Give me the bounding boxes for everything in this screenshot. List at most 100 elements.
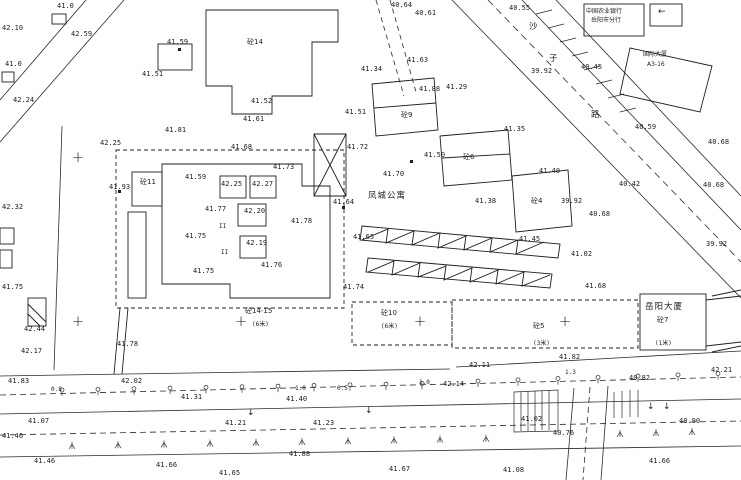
elevation-label: 42.19 [246,239,268,247]
building-label: 砼14-15 [245,307,273,315]
elevation-label: 42.27 [252,180,274,188]
elevation-label: 41.74 [343,283,365,291]
elevation-label: 41.73 [273,163,295,171]
hatch-linework [513,9,639,433]
elevation-label: 41.31 [181,393,203,401]
elevation-label: 41.68 [231,143,253,151]
street-lamp-icon [715,371,721,380]
grid-cross-marker: + [234,312,248,331]
elevation-label: 42.20 [244,207,266,215]
elevation-label: 41.38 [475,197,497,205]
grid-cross-marker: + [71,148,85,167]
elevation-label: 41.70 [383,170,405,178]
elevation-label: 40.68 [589,210,611,218]
elevation-label: 41.51 [142,70,164,78]
elevation-label: 42.32 [2,203,24,211]
elevation-label: 40.59 [635,123,657,131]
street-name-char: 沙 [529,22,539,32]
elevation-label: 1.0 [295,385,306,392]
street-lamp-icon [347,382,353,391]
elevation-label: 42.44 [24,325,46,333]
street-lamp-icon [475,378,481,387]
elevation-label: 41.67 [389,465,411,473]
street-lamp-icon [131,386,137,395]
elevation-label: 41.78 [291,217,313,225]
elevation-label: 41.51 [345,108,367,116]
elevation-label: (6米) [381,323,398,330]
building-label: 砼7 [657,316,669,324]
arrow-icon: ↓ [365,406,373,416]
elevation-label: II [221,249,229,256]
tree-icon [160,440,168,448]
buildings-linework [0,3,741,375]
elevation-label: 41.88 [419,85,441,93]
elevation-label: 41.75 [193,267,215,275]
elevation-label: 42.10 [2,24,24,32]
elevation-label: 1.3 [565,369,576,376]
elevation-label: 41.72 [347,143,369,151]
elevation-label: (3米) [533,340,550,347]
elevation-label: 42.21 [711,366,733,374]
elevation-label: 41.59 [167,38,189,46]
elevation-label: 41.75 [185,232,207,240]
bank-name-label: 中国农业银行 [586,8,623,15]
elevation-label: 41.83 [8,377,30,385]
building-name-label: 国际大厦 [643,51,668,58]
elevation-label: 40.76 [553,429,575,437]
tree-icon [616,430,624,438]
street-lamp-icon [311,383,317,392]
elevation-label: (6米) [252,321,269,328]
elevation-label: 42.17 [21,347,43,355]
elevation-label: 41.21 [225,419,247,427]
elevation-label: 41.93 [109,183,131,191]
elevation-label: 40.42 [619,180,641,188]
tree-icon [688,428,696,436]
elevation-label: 41.50 [424,151,446,159]
elevation-label: 0.8 [51,386,62,393]
arrow-icon: ↓ [647,402,655,412]
street-name-char: 子 [549,54,559,64]
elevation-label: 41.23 [313,419,335,427]
elevation-label: 41.81 [165,126,187,134]
elevation-label: A3-16 [647,61,665,68]
grid-cross-marker: + [413,312,427,331]
elevation-label: 41.64 [333,198,355,206]
street-lamp-icon [203,385,209,394]
elevation-label: 41.08 [503,466,525,474]
elevation-label: 41.46 [34,457,56,465]
arrow-icon: ↓ [663,402,671,412]
elevation-label: II [219,223,227,230]
elevation-label: 40.68 [703,181,725,189]
street-lamp-icon [635,373,641,382]
elevation-label: 40.61 [415,9,437,17]
building-label: 砼11 [140,178,156,186]
elevation-label: 42.02 [121,377,143,385]
elevation-label: 41.61 [243,115,265,123]
elevation-label: 1.0 [419,379,430,386]
building-label: 砼4 [531,197,543,205]
street-lamp-icon [239,384,245,393]
tree-icon [390,436,398,444]
tree-icon [344,437,352,445]
elevation-label: 41.34 [361,65,383,73]
tree-icon [436,435,444,443]
street-lamp-icon [167,385,173,394]
elevation-label: 41.68 [585,282,607,290]
elevation-label: 41.76 [261,261,283,269]
building-name-label: 岳阳大厦 [645,302,684,312]
elevation-label: (1米) [655,340,672,347]
elevation-label: 41.59 [185,173,207,181]
elevation-label: 42.11 [469,361,491,369]
arrow-icon: ← [658,7,666,17]
street-name-char: 路 [591,110,601,120]
tree-icon [114,441,122,449]
elevation-label: 41.02 [521,415,543,423]
elevation-label: 42.25 [100,139,122,147]
elevation-label: 41.63 [407,56,429,64]
bank-branch-label: 岳阳市分行 [591,17,622,24]
elevation-label: 42.14 [443,380,465,388]
elevation-label: 41.75 [2,283,24,291]
